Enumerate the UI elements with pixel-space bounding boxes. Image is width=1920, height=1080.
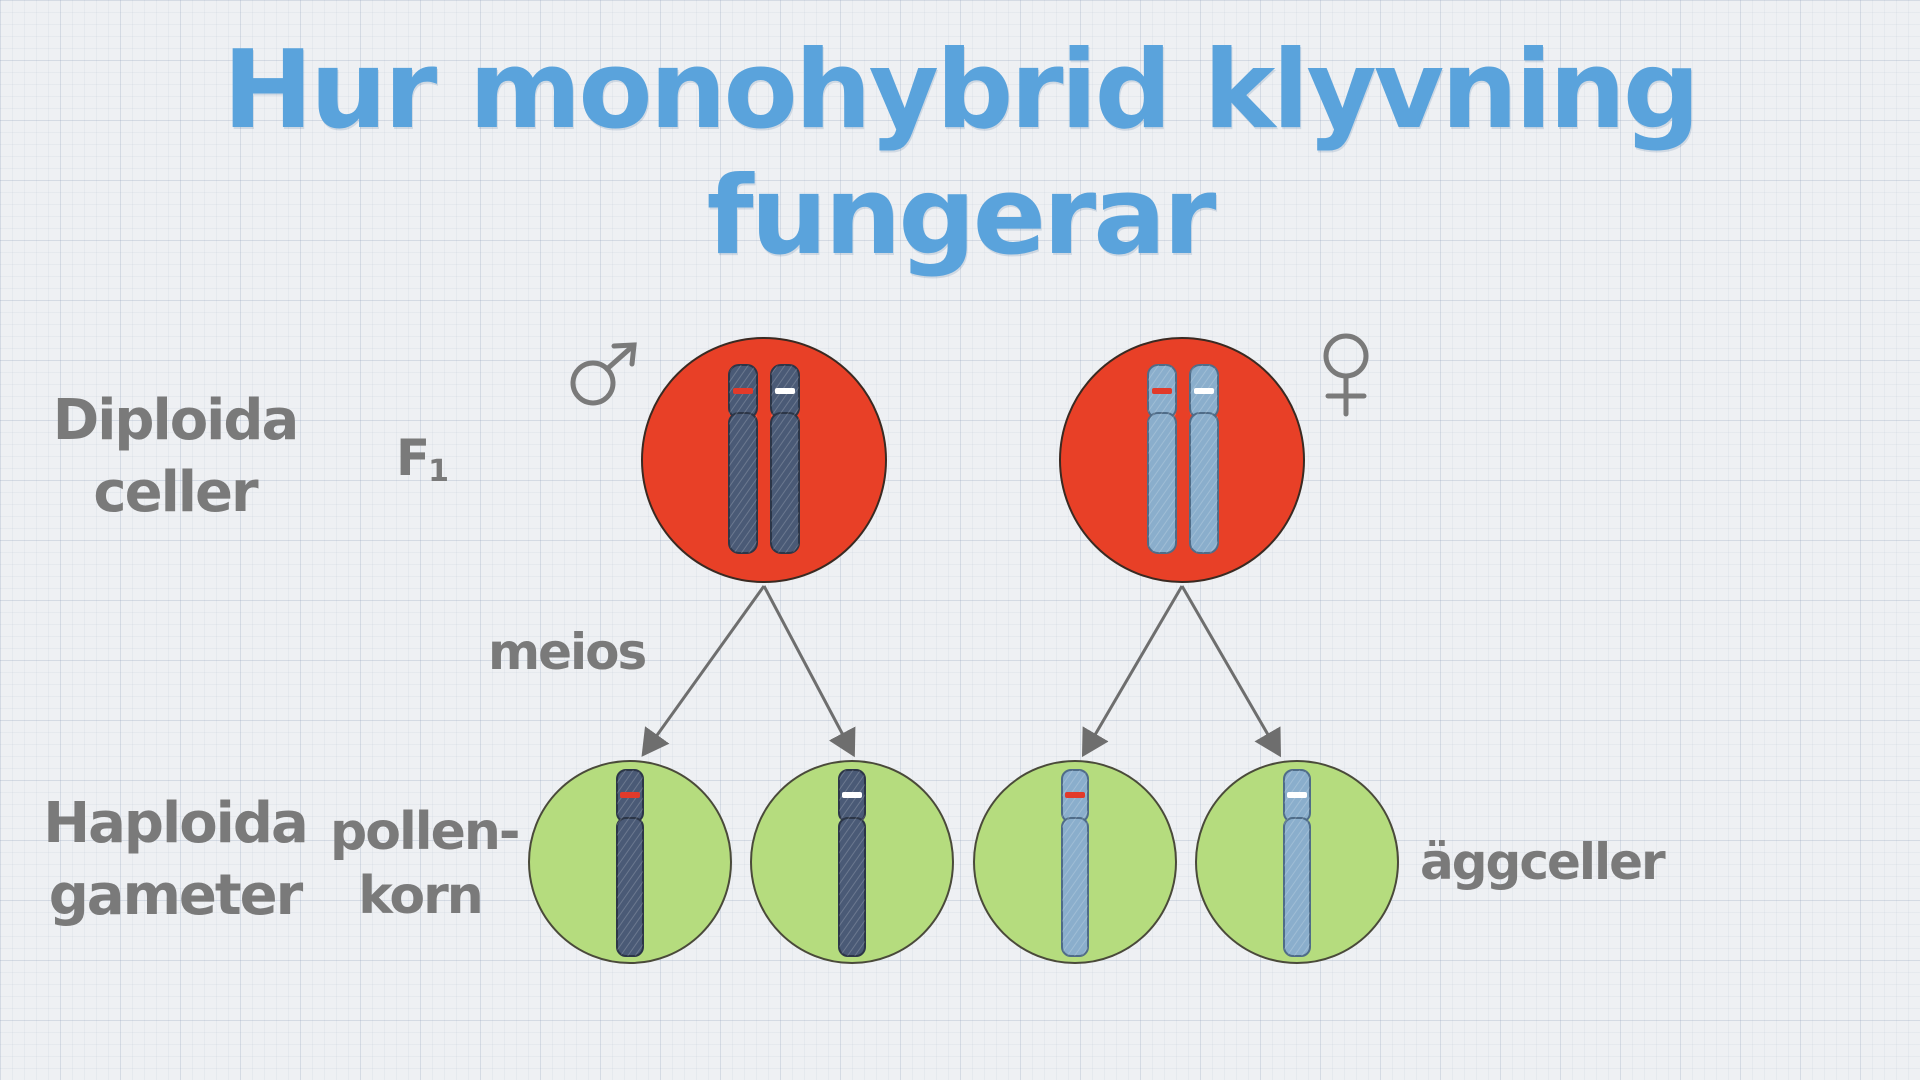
allele-marker-white	[1287, 792, 1307, 798]
allele-marker-white	[1194, 388, 1214, 394]
title-line-2: fungerar	[706, 154, 1217, 279]
chromosome	[770, 364, 800, 554]
diploid-cells-label: Diploida celler	[45, 385, 305, 529]
allele-marker-white	[842, 792, 862, 798]
arrow-female-right	[1180, 585, 1282, 758]
allele-marker-red	[733, 388, 753, 394]
allele-marker-red	[1065, 792, 1085, 798]
chromosome	[1147, 364, 1177, 554]
haploid-gametes-label: Haploida gameter	[40, 788, 310, 932]
chromosome	[1189, 364, 1219, 554]
haploid-label-line-2: gameter	[48, 863, 304, 928]
gamete-pollen-2	[750, 760, 954, 964]
allele-marker-white	[775, 388, 795, 394]
egg-cells-label: äggceller	[1420, 833, 1666, 891]
male-symbol-icon	[570, 342, 637, 406]
chromosome	[1283, 769, 1311, 957]
allele-marker-red	[1152, 388, 1172, 394]
gamete-pollen-1	[528, 760, 732, 964]
haploid-label-line-1: Haploida	[43, 791, 308, 856]
arrow-female-left	[1081, 585, 1184, 758]
page-title: Hur monohybrid klyvning fungerar	[0, 28, 1920, 280]
pollen-label: pollen- korn	[330, 800, 520, 928]
meiosis-arrows	[641, 585, 1282, 758]
pollen-label-line-1: pollen-	[330, 802, 520, 862]
meiosis-label: meios	[488, 623, 647, 681]
generation-label-letter: F	[396, 429, 430, 487]
diploid-cell-female	[1059, 337, 1305, 583]
chromosome	[728, 364, 758, 554]
gamete-egg-1	[973, 760, 1177, 964]
diploid-label-line-2: celler	[93, 460, 258, 525]
diploid-cell-male	[641, 337, 887, 583]
generation-label: F1	[396, 428, 449, 502]
arrow-male-left	[641, 585, 766, 757]
arrow-male-right	[762, 585, 856, 758]
title-line-1: Hur monohybrid klyvning	[222, 28, 1700, 153]
generation-label-subscript: 1	[428, 454, 450, 489]
pollen-label-line-2: korn	[358, 866, 484, 926]
chromosome	[616, 769, 644, 957]
gamete-egg-2	[1195, 760, 1399, 964]
allele-marker-red	[620, 792, 640, 798]
diploid-label-line-1: Diploida	[52, 388, 300, 453]
chromosome	[838, 769, 866, 957]
chromosome	[1061, 769, 1089, 957]
female-symbol-icon	[1323, 333, 1369, 417]
